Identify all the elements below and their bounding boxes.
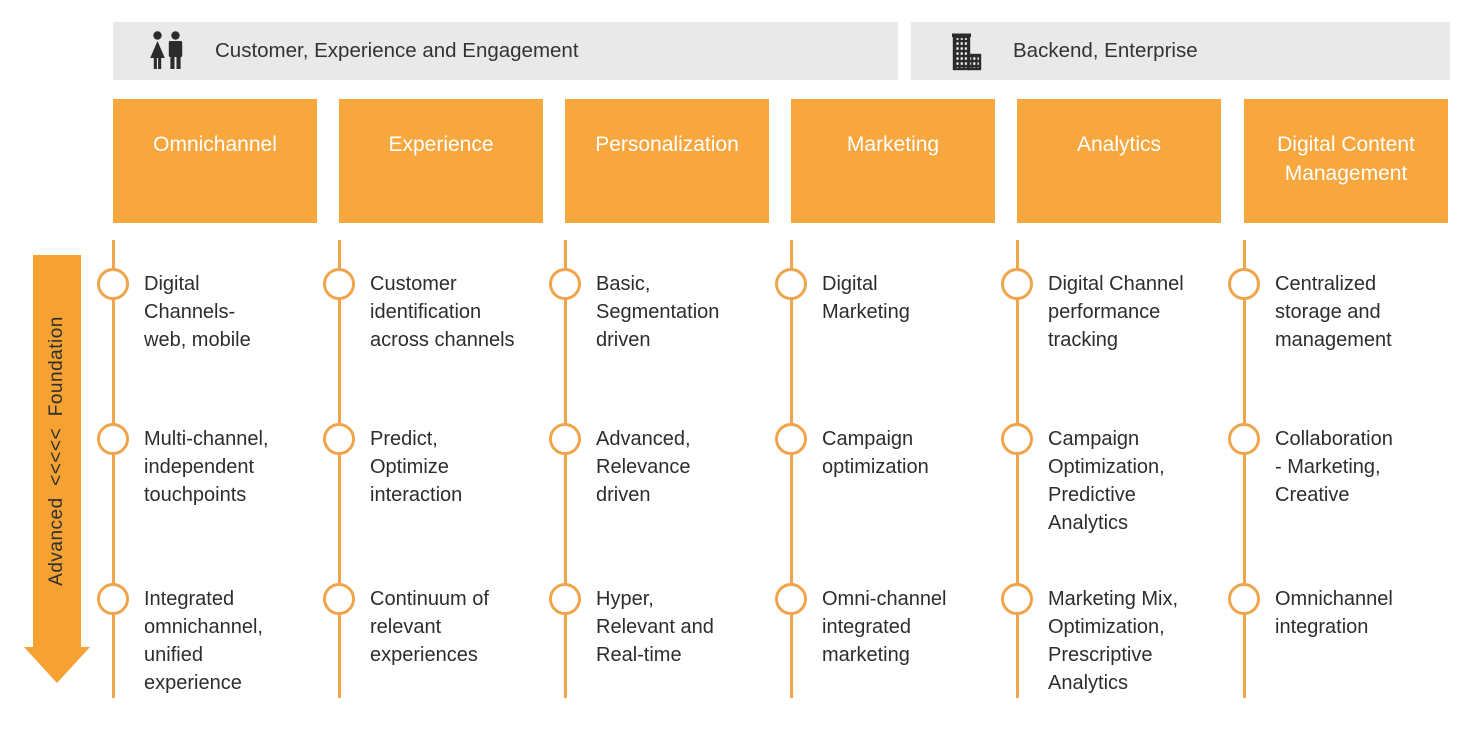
milestone: Multi-channel, independent touchpoints <box>97 423 317 509</box>
timeline-line <box>1016 240 1019 698</box>
milestone: Omnichannel integration <box>1228 583 1448 641</box>
column-title: Experience <box>339 99 543 223</box>
milestone-dot-icon <box>323 423 355 455</box>
column-title: Marketing <box>791 99 995 223</box>
milestone-dot-icon <box>97 583 129 615</box>
milestone-dot-icon <box>97 423 129 455</box>
milestone-dot-icon <box>1228 423 1260 455</box>
building-icon <box>945 29 989 73</box>
milestone: Integrated omnichannel, unified experien… <box>97 583 317 697</box>
milestone: Basic, Segmentation driven <box>549 268 769 354</box>
maturity-arrow-body <box>33 255 81 647</box>
milestone: Marketing Mix, Optimization, Prescriptiv… <box>1001 583 1221 697</box>
timeline-line <box>112 240 115 698</box>
milestone-dot-icon <box>549 583 581 615</box>
column-title: Analytics <box>1017 99 1221 223</box>
milestone-text: Collaboration - Marketing, Creative <box>1275 428 1393 506</box>
milestone-dot-icon <box>323 268 355 300</box>
milestone: Customer identification across channels <box>323 268 543 354</box>
milestone-dot-icon <box>549 423 581 455</box>
milestone: Centralized storage and management <box>1228 268 1448 354</box>
timeline-line <box>338 240 341 698</box>
milestone-text: Digital Channels- web, mobile <box>144 273 251 351</box>
milestone-text: Customer identification across channels <box>370 273 515 351</box>
column-title: Digital Content Management <box>1244 99 1448 223</box>
milestone-text: Advanced, Relevance driven <box>596 428 691 506</box>
milestone: Digital Channels- web, mobile <box>97 268 317 354</box>
column-experience: Experience Customer identification acros… <box>323 0 543 742</box>
column-omnichannel: Omnichannel Digital Channels- web, mobil… <box>97 0 317 742</box>
milestone: Continuum of relevant experiences <box>323 583 543 669</box>
milestone-dot-icon <box>1228 268 1260 300</box>
milestone-dot-icon <box>323 583 355 615</box>
milestone-text: Centralized storage and management <box>1275 273 1392 351</box>
column-personalization: Personalization Basic, Segmentation driv… <box>549 0 769 742</box>
column-analytics: Analytics Digital Channel performance tr… <box>1001 0 1221 742</box>
milestone-dot-icon <box>775 268 807 300</box>
timeline-line <box>564 240 567 698</box>
band-label: Customer, Experience and Engagement <box>215 39 579 62</box>
legend-customer-band: Customer, Experience and Engagement <box>113 22 898 80</box>
people-icon <box>147 29 191 73</box>
milestone-dot-icon <box>775 423 807 455</box>
milestone-text: Omni-channel integrated marketing <box>822 588 947 666</box>
column-title: Omnichannel <box>113 99 317 223</box>
timeline-line <box>790 240 793 698</box>
milestone: Digital Marketing <box>775 268 995 326</box>
milestone: Hyper, Relevant and Real-time <box>549 583 769 669</box>
milestone-text: Continuum of relevant experiences <box>370 588 489 666</box>
milestone: Collaboration - Marketing, Creative <box>1228 423 1448 509</box>
milestone-dot-icon <box>97 268 129 300</box>
milestone-text: Multi-channel, independent touchpoints <box>144 428 269 506</box>
milestone-text: Marketing Mix, Optimization, Prescriptiv… <box>1048 588 1179 694</box>
milestone-text: Campaign Optimization, Predictive Analyt… <box>1048 428 1165 534</box>
milestone-dot-icon <box>775 583 807 615</box>
maturity-axis-label: Advanced <<<<< Foundation <box>46 316 67 586</box>
band-label: Backend, Enterprise <box>1013 39 1198 62</box>
column-title: Personalization <box>565 99 769 223</box>
milestone-dot-icon <box>1001 583 1033 615</box>
milestone: Predict, Optimize interaction <box>323 423 543 509</box>
milestone: Digital Channel performance tracking <box>1001 268 1221 354</box>
milestone-text: Basic, Segmentation driven <box>596 273 720 351</box>
milestone: Advanced, Relevance driven <box>549 423 769 509</box>
arrow-down-icon <box>24 647 90 683</box>
milestone-text: Omnichannel integration <box>1275 588 1393 638</box>
column-marketing: Marketing Digital Marketing Campaign opt… <box>775 0 995 742</box>
milestone-text: Integrated omnichannel, unified experien… <box>144 588 263 694</box>
column-digital-content-management: Digital Content Management Centralized s… <box>1228 0 1448 742</box>
milestone: Campaign optimization <box>775 423 995 481</box>
milestone: Campaign Optimization, Predictive Analyt… <box>1001 423 1221 537</box>
milestone-dot-icon <box>549 268 581 300</box>
milestone: Omni-channel integrated marketing <box>775 583 995 669</box>
timeline-line <box>1243 240 1246 698</box>
milestone-text: Predict, Optimize interaction <box>370 428 463 506</box>
milestone-text: Hyper, Relevant and Real-time <box>596 588 714 666</box>
milestone-dot-icon <box>1001 423 1033 455</box>
legend-backend-band: Backend, Enterprise <box>911 22 1450 80</box>
milestone-text: Digital Marketing <box>822 273 910 323</box>
milestone-text: Digital Channel performance tracking <box>1048 273 1184 351</box>
milestone-text: Campaign optimization <box>822 428 929 478</box>
milestone-dot-icon <box>1001 268 1033 300</box>
milestone-dot-icon <box>1228 583 1260 615</box>
